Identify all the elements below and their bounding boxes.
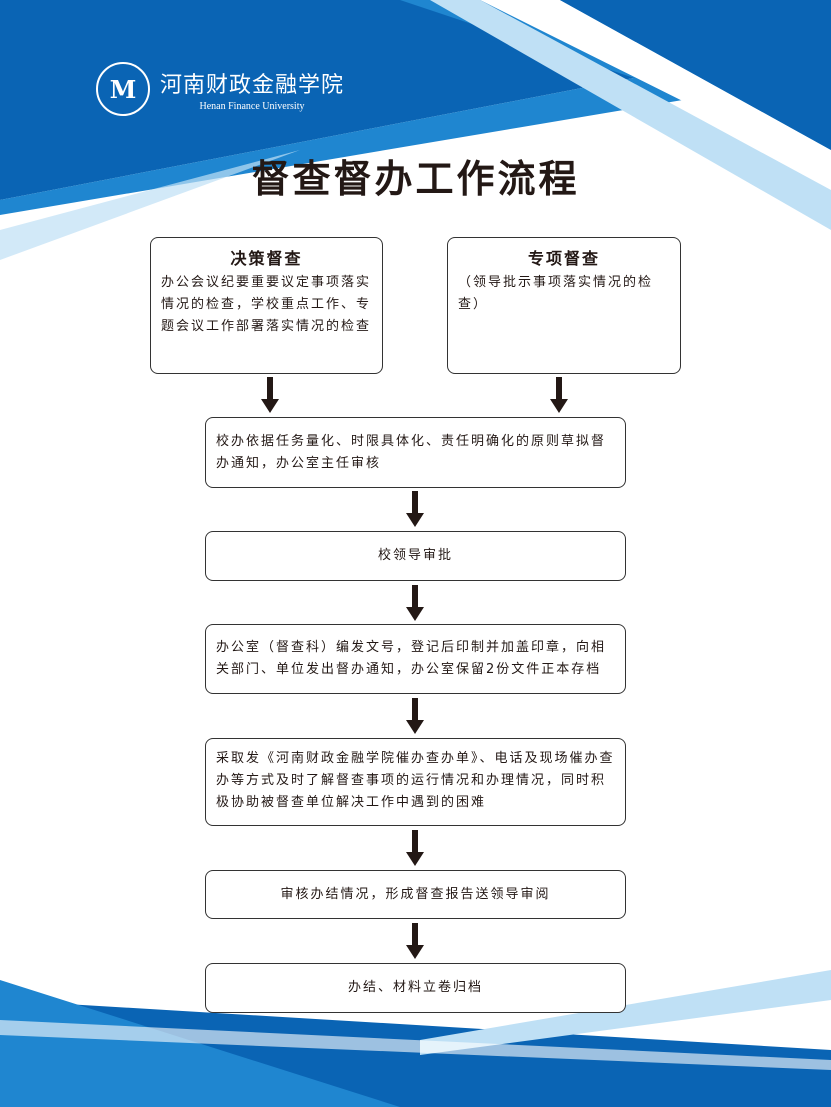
arrow-down-icon bbox=[550, 377, 568, 413]
page-title: 督查督办工作流程 bbox=[251, 157, 580, 201]
step-5-box: 审核办结情况，形成督查报告送领导审阅 bbox=[205, 870, 626, 919]
university-logo: M 河南财政金融学院 Henan Finance University bbox=[96, 62, 344, 116]
step-text: 审核办结情况，形成督查报告送领导审阅 bbox=[280, 886, 551, 902]
arrow-down-icon bbox=[261, 377, 279, 413]
box-text: （领导批示事项落实情况的检查） bbox=[458, 275, 654, 312]
step-text: 办公室（督查科）编发文号，登记后印制并加盖印章，向相关部门、单位发出督办通知，办… bbox=[216, 640, 607, 677]
step-text: 校领导审批 bbox=[377, 548, 453, 563]
box-title: 专项督查 bbox=[527, 249, 600, 268]
decision-supervision-box: 决策督查 办公会议纪要重要议定事项落实情况的检查，学校重点工作、专题会议工作部署… bbox=[150, 237, 383, 374]
box-title: 决策督查 bbox=[230, 249, 303, 268]
logo-name-en: Henan Finance University bbox=[199, 100, 305, 112]
step-6-box: 办结、材料立卷归档 bbox=[205, 963, 626, 1013]
step-text: 办结、材料立卷归档 bbox=[347, 980, 483, 995]
logo-name-cn: 河南财政金融学院 bbox=[160, 72, 345, 98]
step-2-box: 校领导审批 bbox=[205, 531, 626, 581]
seal-icon: M bbox=[96, 62, 150, 116]
arrow-down-icon bbox=[406, 923, 424, 959]
step-text: 采取发《河南财政金融学院催办查办单》、电话及现场催办查办等方式及时了解督查事项的… bbox=[216, 751, 615, 810]
step-text: 校办依据任务量化、时限具体化、责任明确化的原则草拟督办通知，办公室主任审核 bbox=[216, 434, 607, 471]
arrow-down-icon bbox=[406, 698, 424, 734]
step-4-box: 采取发《河南财政金融学院催办查办单》、电话及现场催办查办等方式及时了解督查事项的… bbox=[205, 738, 626, 826]
step-3-box: 办公室（督查科）编发文号，登记后印制并加盖印章，向相关部门、单位发出督办通知，办… bbox=[205, 624, 626, 694]
arrow-down-icon bbox=[406, 491, 424, 527]
box-text: 办公会议纪要重要议定事项落实情况的检查，学校重点工作、专题会议工作部署落实情况的… bbox=[161, 275, 372, 334]
arrow-down-icon bbox=[406, 830, 424, 866]
special-supervision-box: 专项督查 （领导批示事项落实情况的检查） bbox=[447, 237, 681, 374]
step-1-box: 校办依据任务量化、时限具体化、责任明确化的原则草拟督办通知，办公室主任审核 bbox=[205, 417, 626, 488]
arrow-down-icon bbox=[406, 585, 424, 621]
